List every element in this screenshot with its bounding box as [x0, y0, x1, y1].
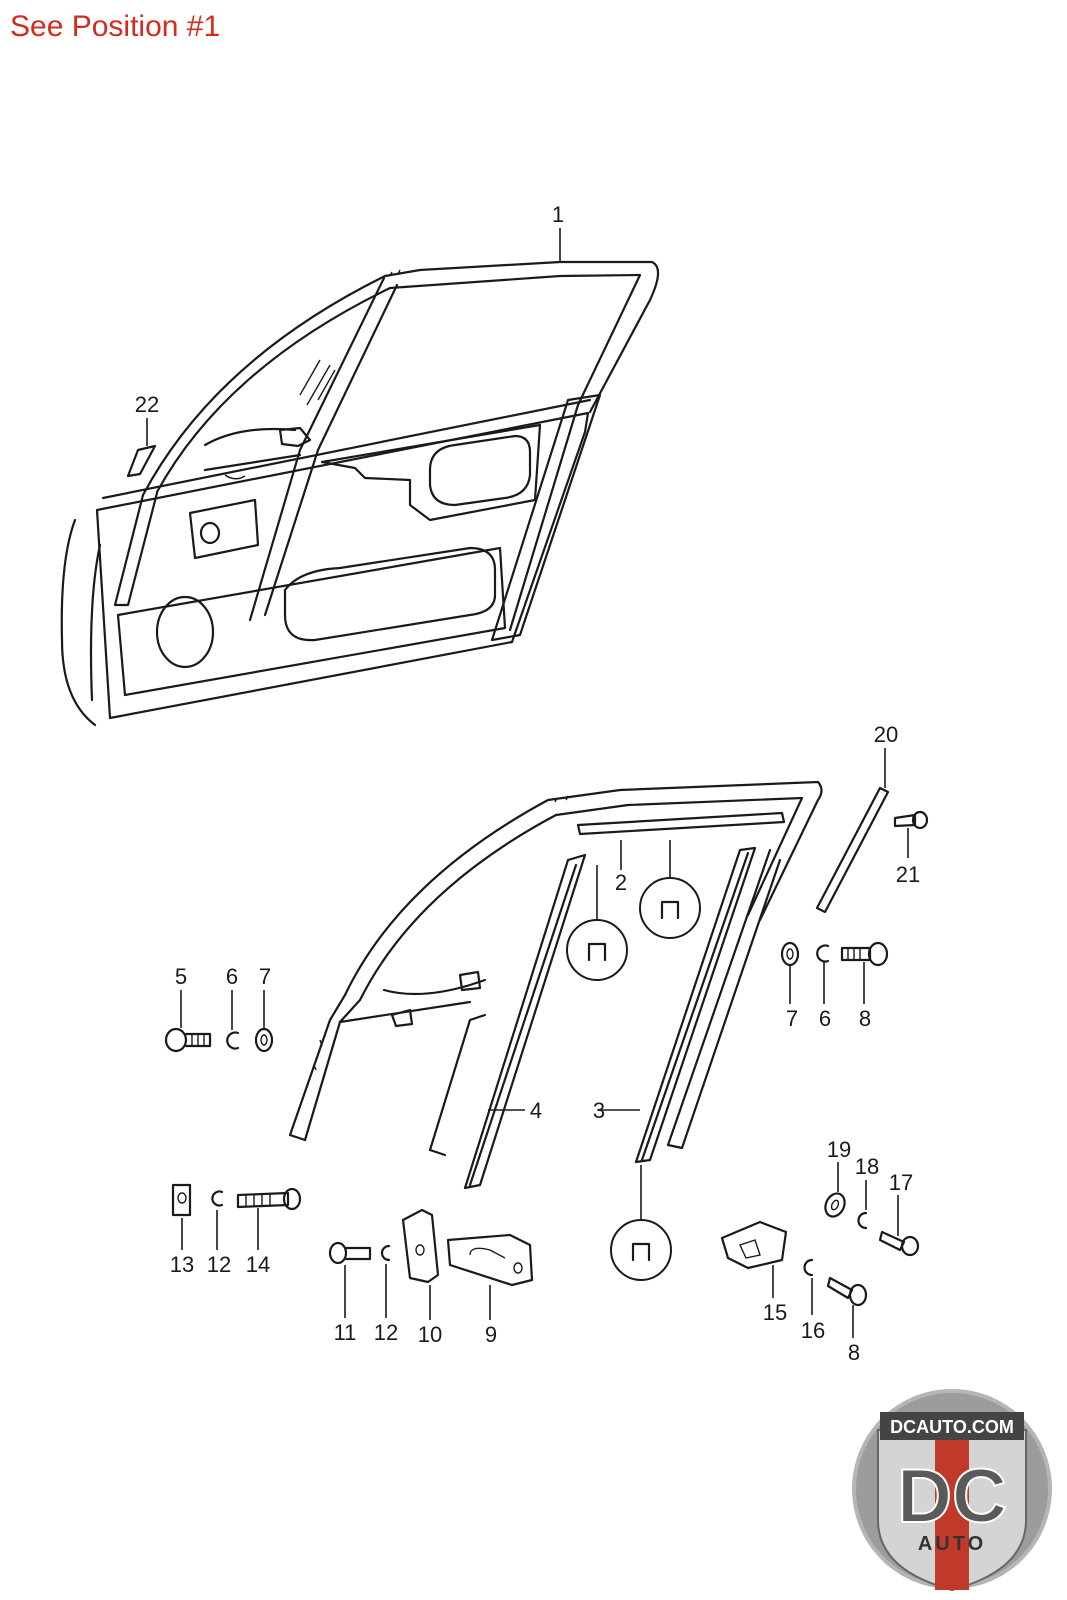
window-frame-drawing [288, 780, 823, 1190]
callout-5: 5 [175, 964, 187, 989]
hardware-drawings [164, 810, 929, 1307]
callout-14: 14 [246, 1252, 270, 1277]
callout-20: 20 [874, 722, 898, 747]
watermark-main-text: DC [897, 1454, 1007, 1539]
callout-19: 19 [827, 1137, 851, 1162]
callout-6-right: 6 [819, 1006, 831, 1031]
watermark-bottom-text: AUTO [918, 1533, 986, 1555]
leader-lines [146, 228, 909, 1338]
callout-7-right: 7 [786, 1006, 798, 1031]
callout-8-upper: 8 [859, 1006, 871, 1031]
callout-7-left: 7 [259, 964, 271, 989]
callout-numbers: 1 2 3 4 5 6 7 6 7 8 8 9 10 11 12 12 13 1… [135, 202, 920, 1365]
callout-10: 10 [418, 1322, 442, 1347]
callout-21: 21 [896, 862, 920, 887]
callout-15: 15 [763, 1300, 787, 1325]
door-assembly-drawing [60, 260, 660, 727]
callout-1: 1 [552, 202, 564, 227]
callout-18: 18 [855, 1154, 879, 1179]
callout-17: 17 [889, 1170, 913, 1195]
part-22-trim [126, 444, 157, 478]
watermark-top-text: DCAUTO.COM [890, 1417, 1014, 1437]
part-20-strip [815, 786, 890, 914]
dcauto-watermark-logo: DCAUTO.COM DC AUTO [852, 1389, 1052, 1592]
callout-13: 13 [170, 1252, 194, 1277]
callout-2: 2 [615, 870, 627, 895]
section-detail-circles [566, 840, 701, 1281]
see-position-note: See Position #1 [10, 10, 221, 43]
callout-12-lower: 12 [374, 1320, 398, 1345]
callout-16: 16 [801, 1318, 825, 1343]
callout-4: 4 [530, 1098, 542, 1123]
callout-12-upper: 12 [207, 1252, 231, 1277]
callout-9: 9 [485, 1322, 497, 1347]
callout-6-left: 6 [226, 964, 238, 989]
callout-3: 3 [593, 1098, 605, 1123]
callout-8-lower: 8 [848, 1340, 860, 1365]
callout-22: 22 [135, 392, 159, 417]
callout-11: 11 [334, 1320, 357, 1345]
